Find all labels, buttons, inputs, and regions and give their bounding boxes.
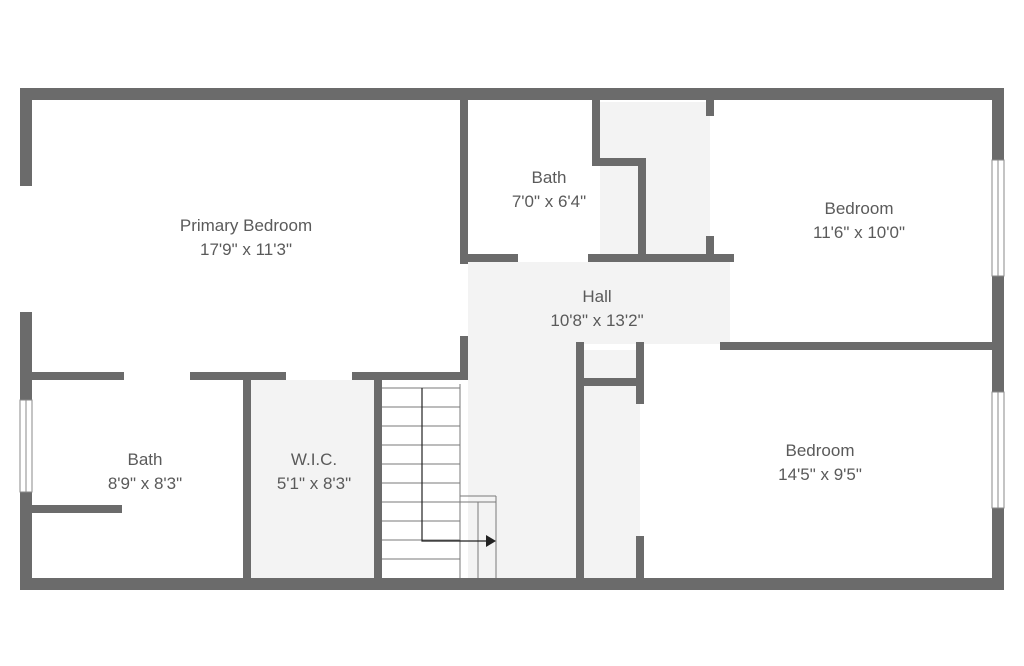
stair-direction-arrow — [421, 388, 488, 542]
room-labels: Primary Bedroom 17'9" x 11'3" Bath 7'0" … — [108, 168, 905, 493]
outer-wall-top — [20, 88, 1004, 100]
room-dims-bath-top: 7'0" x 6'4" — [512, 192, 586, 211]
opening-left-upper — [20, 186, 32, 312]
room-dims-bedroom-top: 11'6" x 10'0" — [813, 223, 905, 242]
outer-wall-bottom — [20, 578, 1004, 590]
hall-corridor-floor — [468, 344, 578, 578]
room-name-bath-top: Bath — [532, 168, 567, 187]
room-name-bath-left: Bath — [128, 450, 163, 469]
arrow-head-icon — [486, 535, 496, 547]
wic-floor — [251, 380, 375, 578]
room-name-bedroom-bottom: Bedroom — [786, 441, 855, 460]
room-name-bedroom-top: Bedroom — [825, 199, 894, 218]
room-dims-bath-left: 8'9" x 8'3" — [108, 474, 182, 493]
room-dims-hall: 10'8" x 13'2" — [550, 311, 643, 330]
closet-top-floor — [600, 102, 710, 254]
outer-wall-left — [20, 88, 32, 590]
room-dims-primary-bedroom: 17'9" x 11'3" — [200, 240, 292, 259]
hall-floor — [468, 262, 730, 344]
room-name-wic: W.I.C. — [291, 450, 337, 469]
windows — [19, 159, 1005, 509]
shaded-floor-areas — [251, 102, 730, 578]
room-dims-bedroom-bottom: 14'5" x 9'5" — [778, 465, 862, 484]
room-dims-wic: 5'1" x 8'3" — [277, 474, 351, 493]
room-name-hall: Hall — [582, 287, 611, 306]
linen-closet-floor — [584, 350, 640, 578]
staircase — [382, 384, 497, 578]
room-name-primary-bedroom: Primary Bedroom — [180, 216, 312, 235]
